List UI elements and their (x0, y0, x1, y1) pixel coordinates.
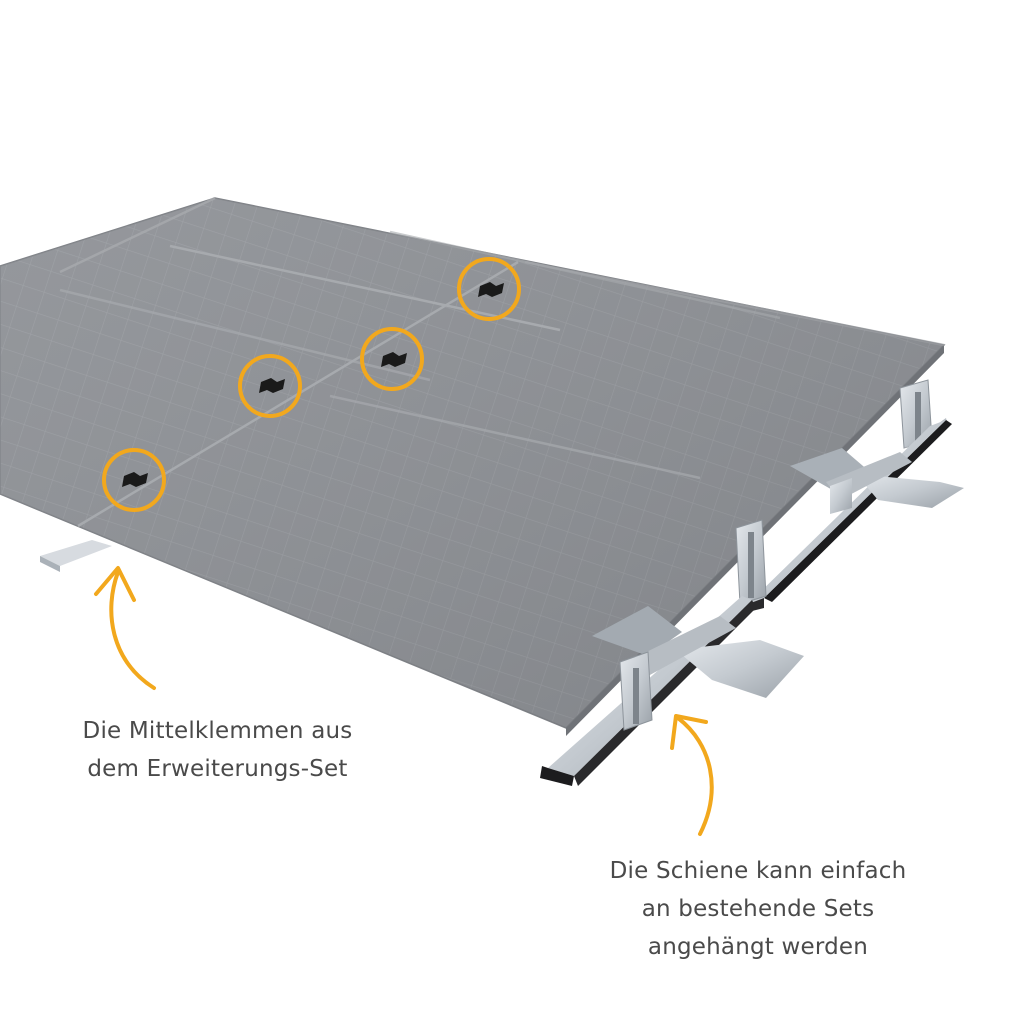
rail-caption-line-1: Die Schiene kann einfach (609, 858, 907, 884)
curved-arrow-icon (109, 570, 156, 690)
clamp-2-icon (259, 378, 285, 393)
mid-clamp-1 (102, 448, 166, 512)
left-front-rail-stub (40, 540, 112, 572)
clamp-3-icon (381, 352, 407, 367)
mid-clamp-3 (360, 327, 424, 391)
circle-highlight-icon (457, 257, 521, 321)
curved-arrow-icon (676, 716, 714, 836)
back-deflector-plate (790, 448, 964, 514)
front-deflector-plate (592, 606, 804, 698)
mid-clamp-4 (457, 257, 521, 321)
circle-highlight-icon (102, 448, 166, 512)
front-support (619, 651, 653, 731)
module-seams (59, 196, 945, 528)
circle-highlight-icon (360, 327, 424, 391)
mid-clamps-caption-line-1: Die Mittelklemmen aus (82, 718, 353, 744)
rail-caption-line-2: an bestehende Sets (641, 896, 875, 922)
mid-clamp-2 (238, 354, 302, 418)
mid-clamps-caption-line-2: dem Erweiterungs-Set (87, 756, 348, 782)
mid-support (735, 519, 767, 605)
circle-highlight-icon (238, 354, 302, 418)
mid-clamp-markers (102, 257, 521, 512)
arrow-to-clamps (94, 566, 156, 690)
rail-caption-line-3: angehängt werden (647, 934, 869, 960)
clamp-1-icon (122, 472, 148, 487)
arrow-to-rail (670, 714, 714, 836)
clamp-4-icon (478, 282, 504, 297)
mid-clamps-caption: Die Mittelklemmen aus dem Erweiterungs-S… (40, 712, 395, 788)
rail-caption: Die Schiene kann einfach an bestehende S… (568, 852, 948, 966)
